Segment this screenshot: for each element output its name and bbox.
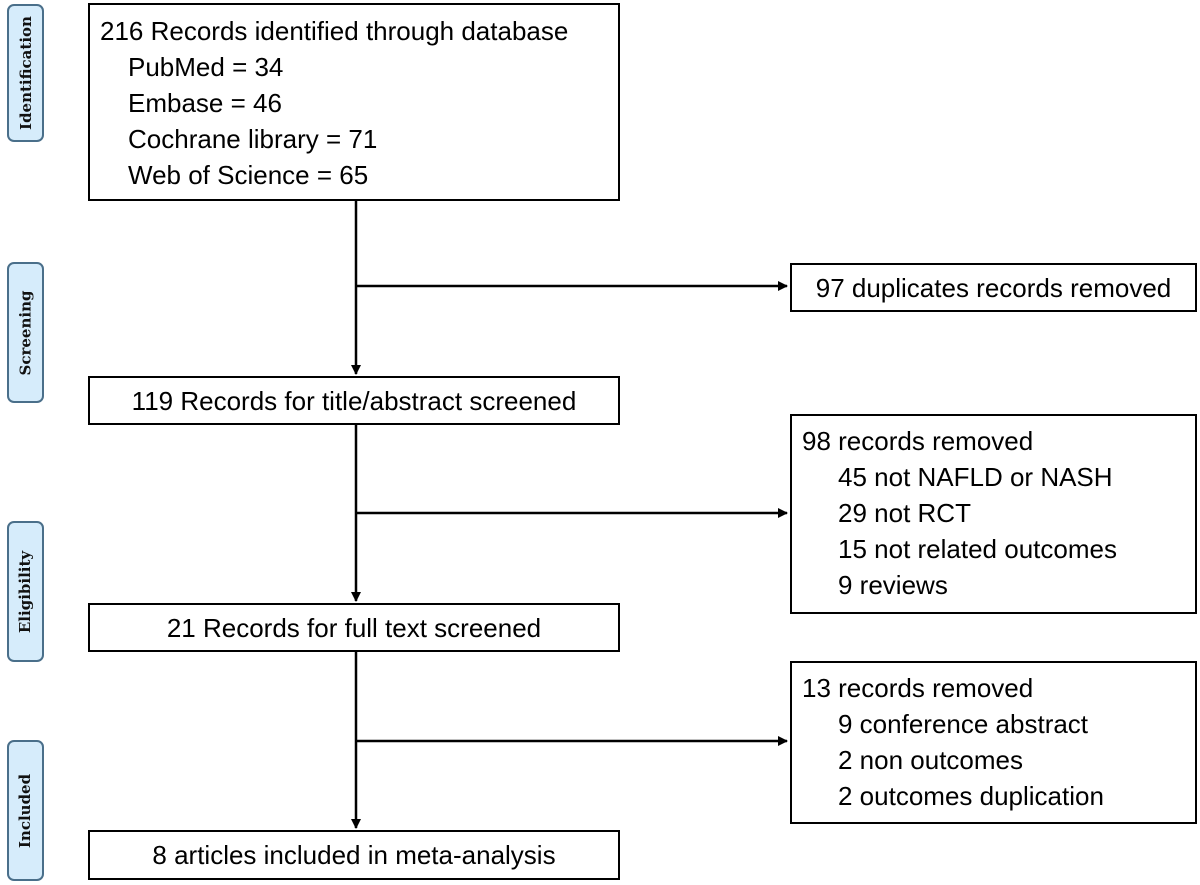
records-removed-2-title: 13 records removed <box>802 673 1034 703</box>
exclusion-reason-non-outcomes: 2 non outcomes <box>838 745 1024 775</box>
title-abstract-screened-box: 119 Records for title/abstract screened <box>88 376 620 425</box>
database-item-web-of-science: Web of Science = 65 <box>128 160 369 190</box>
full-text-screened-box: 21 Records for full text screened <box>88 603 620 652</box>
stage-label-eligibility-text: Eligibility <box>16 550 35 633</box>
database-item-cochrane: Cochrane library = 71 <box>128 124 378 154</box>
records-removed-box-2: 13 records removed 9 conference abstract… <box>790 661 1197 824</box>
database-item-pubmed: PubMed = 34 <box>128 52 284 82</box>
records-removed-1-title: 98 records removed <box>802 426 1034 456</box>
stage-label-identification-text: Identification <box>16 16 35 130</box>
stage-label-eligibility: Eligibility <box>7 521 44 662</box>
identification-title: 216 Records identified through database <box>100 16 569 46</box>
exclusion-reason-duplication: 2 outcomes duplication <box>838 781 1104 811</box>
exclusion-reason-conference: 9 conference abstract <box>838 709 1089 739</box>
database-item-embase: Embase = 46 <box>128 88 282 118</box>
title-abstract-screened-text: 119 Records for title/abstract screened <box>131 385 577 416</box>
duplicates-removed-text: 97 duplicates records removed <box>815 272 1172 303</box>
stage-label-included: Included <box>7 740 44 881</box>
exclusion-reason-outcomes: 15 not related outcomes <box>838 534 1117 564</box>
records-removed-box-1: 98 records removed 45 not NAFLD or NASH … <box>790 414 1197 614</box>
stage-label-screening: Screening <box>7 262 44 403</box>
full-text-screened-text: 21 Records for full text screened <box>166 612 542 643</box>
duplicates-removed-box: 97 duplicates records removed <box>790 263 1197 312</box>
stage-label-identification: Identification <box>7 4 44 142</box>
exclusion-reason-reviews: 9 reviews <box>838 570 948 600</box>
exclusion-reason-rct: 29 not RCT <box>838 498 971 528</box>
included-articles-text: 8 articles included in meta-analysis <box>152 840 556 870</box>
exclusion-reason-nafld: 45 not NAFLD or NASH <box>838 462 1113 492</box>
stage-label-included-text: Included <box>16 773 35 848</box>
stage-label-screening-text: Screening <box>16 290 35 375</box>
identification-box: 216 Records identified through database … <box>88 3 620 201</box>
included-articles-box: 8 articles included in meta-analysis <box>88 830 620 880</box>
